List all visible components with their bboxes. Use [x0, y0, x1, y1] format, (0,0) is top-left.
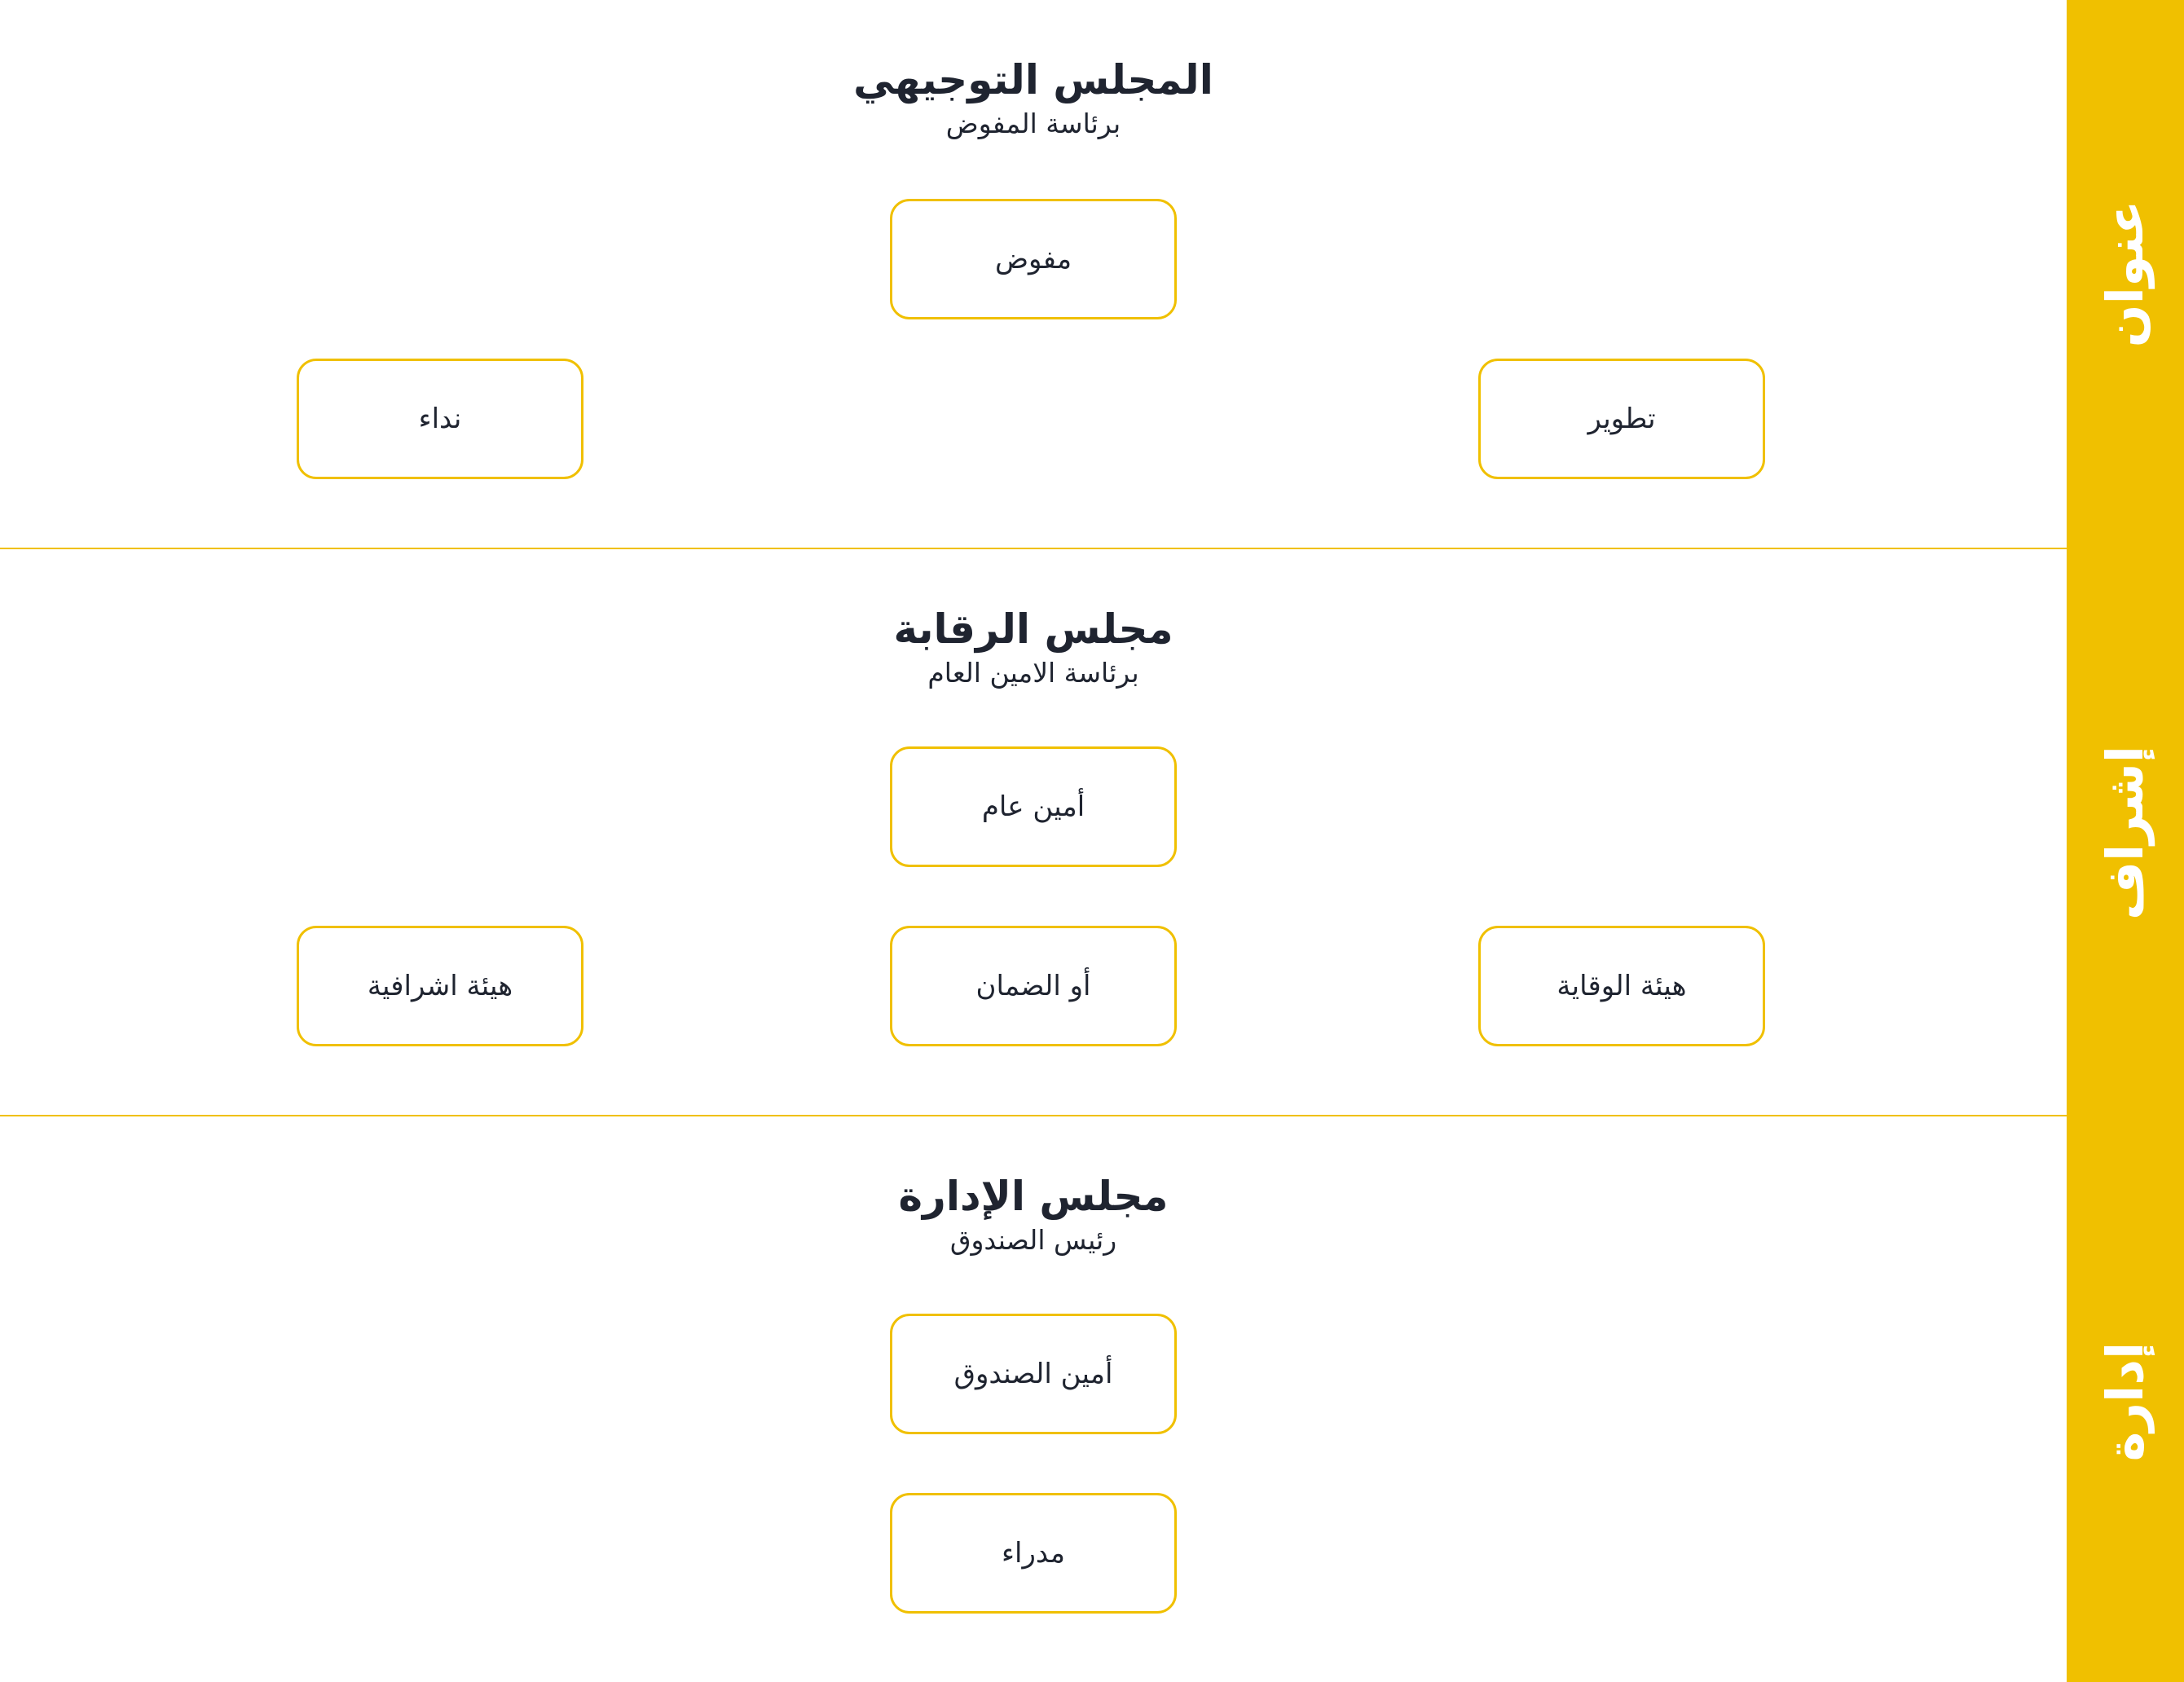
node-prevention-body: هيئة الوقاية	[1478, 926, 1765, 1046]
sidebar-label-title: عنوان	[2095, 200, 2155, 348]
section-management-heading: مجلس الإدارة رئيس الصندوق	[899, 1170, 1169, 1258]
node-managers: مدراء	[890, 1493, 1177, 1614]
node-supervisory-body: هيئة اشرافية	[297, 926, 583, 1046]
section-subtitle: رئيس الصندوق	[949, 1224, 1117, 1256]
section-title: المجلس التوجيهي	[853, 56, 1213, 103]
node-call: نداء	[297, 359, 583, 479]
org-chart: المجلس التوجيهي برئاسة المفوض مفوض نداء …	[0, 54, 2067, 1614]
section-title: مجلس الرقابة	[893, 605, 1173, 653]
section-sidebar: عنوان إشراف إدارة	[2067, 0, 2184, 1682]
section-divider	[0, 1115, 2067, 1116]
section-subtitle: برئاسة الامين العام	[927, 657, 1139, 689]
section-supervision-heading: مجلس الرقابة برئاسة الامين العام	[893, 603, 1173, 691]
node-fund-secretary: أمين الصندوق	[890, 1314, 1177, 1434]
section-steering-heading: المجلس التوجيهي برئاسة المفوض	[853, 54, 1213, 142]
node-guarantee: أو الضمان	[890, 926, 1177, 1046]
sidebar-label-supervision: إشراف	[2095, 745, 2155, 921]
section-divider	[0, 548, 2067, 549]
section-subtitle: برئاسة المفوض	[945, 108, 1121, 139]
node-secretary-general: أمين عام	[890, 746, 1177, 867]
node-development: تطوير	[1478, 359, 1765, 479]
node-commissioner: مفوض	[890, 199, 1177, 319]
section-title: مجلس الإدارة	[898, 1173, 1169, 1220]
sidebar-label-management: إدارة	[2095, 1341, 2155, 1462]
